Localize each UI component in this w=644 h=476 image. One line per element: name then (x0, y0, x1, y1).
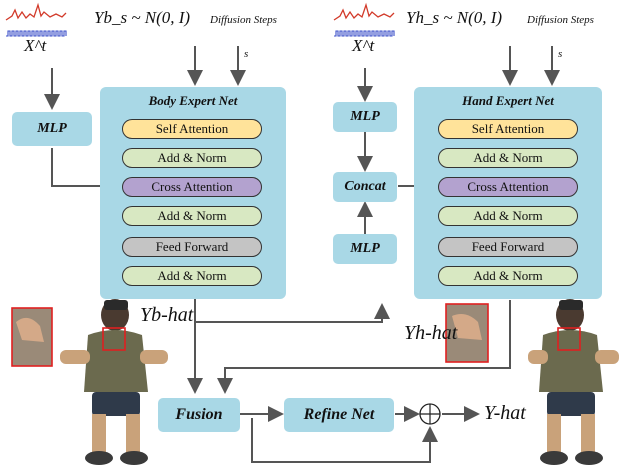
fusion-node: Fusion (158, 398, 240, 432)
feed-forward-block: Feed Forward (438, 237, 578, 257)
hand-expert-title: Hand Expert Net (462, 93, 554, 108)
body-output-label: Yb-hat (140, 304, 194, 326)
hand-mlp-top-node: MLP (333, 102, 397, 132)
body-mlp-node: MLP (12, 112, 92, 146)
hand-mlp-bottom-node: MLP (333, 234, 397, 264)
step-s-label: s (558, 48, 563, 60)
body-expert-title: Body Expert Net (148, 93, 238, 108)
highlight-box (557, 327, 581, 351)
input-signal-label: X^t (24, 36, 47, 55)
refine-net-node: Refine Net (284, 398, 394, 432)
body-noise-label: Yb_s ~ N(0, I) (94, 8, 191, 27)
highlight-box (102, 327, 126, 351)
add-norm-block: Add & Norm (438, 206, 578, 226)
add-norm-block: Add & Norm (122, 206, 262, 226)
final-output-label: Y-hat (484, 402, 526, 424)
hand-crop-thumbnail (445, 303, 489, 363)
add-norm-block: Add & Norm (122, 148, 262, 168)
cross-attention-block: Cross Attention (122, 177, 262, 197)
step-s-label: s (244, 48, 249, 60)
add-norm-block: Add & Norm (438, 148, 578, 168)
character-figure-left (60, 299, 168, 465)
self-attention-block: Self Attention (438, 119, 578, 139)
add-norm-block: Add & Norm (438, 266, 578, 286)
hand-noise-label: Yh_s ~ N(0, I) (406, 8, 503, 27)
audio-waveform-icon (5, 2, 67, 37)
add-norm-block: Add & Norm (122, 266, 262, 286)
diffusion-steps-label: Diffusion Steps (210, 14, 277, 26)
self-attention-block: Self Attention (122, 119, 262, 139)
hand-output-label: Yh-hat (404, 322, 458, 344)
audio-waveform-icon (333, 2, 395, 37)
input-signal-label: X^t (352, 36, 375, 55)
diffusion-steps-label: Diffusion Steps (527, 14, 594, 26)
cross-attention-block: Cross Attention (438, 177, 578, 197)
character-figure-right (528, 299, 619, 465)
concat-node: Concat (333, 172, 397, 202)
feed-forward-block: Feed Forward (122, 237, 262, 257)
